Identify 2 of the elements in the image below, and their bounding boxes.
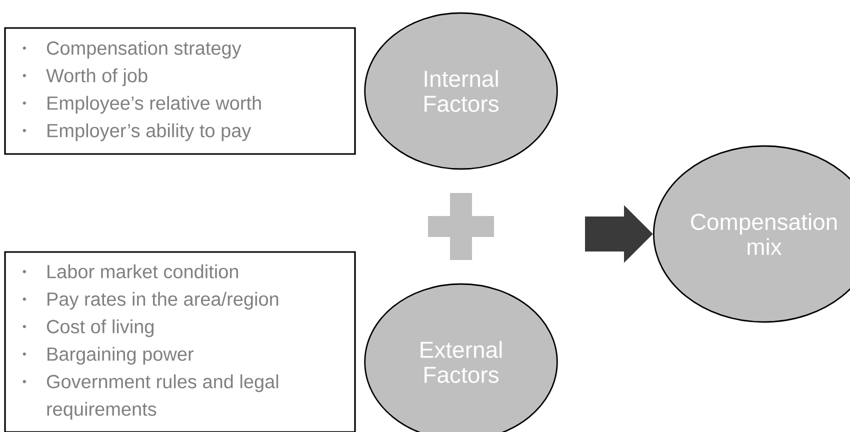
bullet-list-box: Labor market condition Pay rates in the area/region Cost of living Bargaining power Government rules and legal requirements bbox=[4, 251, 356, 432]
bullet-list-box: Compensation strategy Worth of job Employee’s relative worth Employer’s ability to pay bbox=[4, 27, 356, 155]
